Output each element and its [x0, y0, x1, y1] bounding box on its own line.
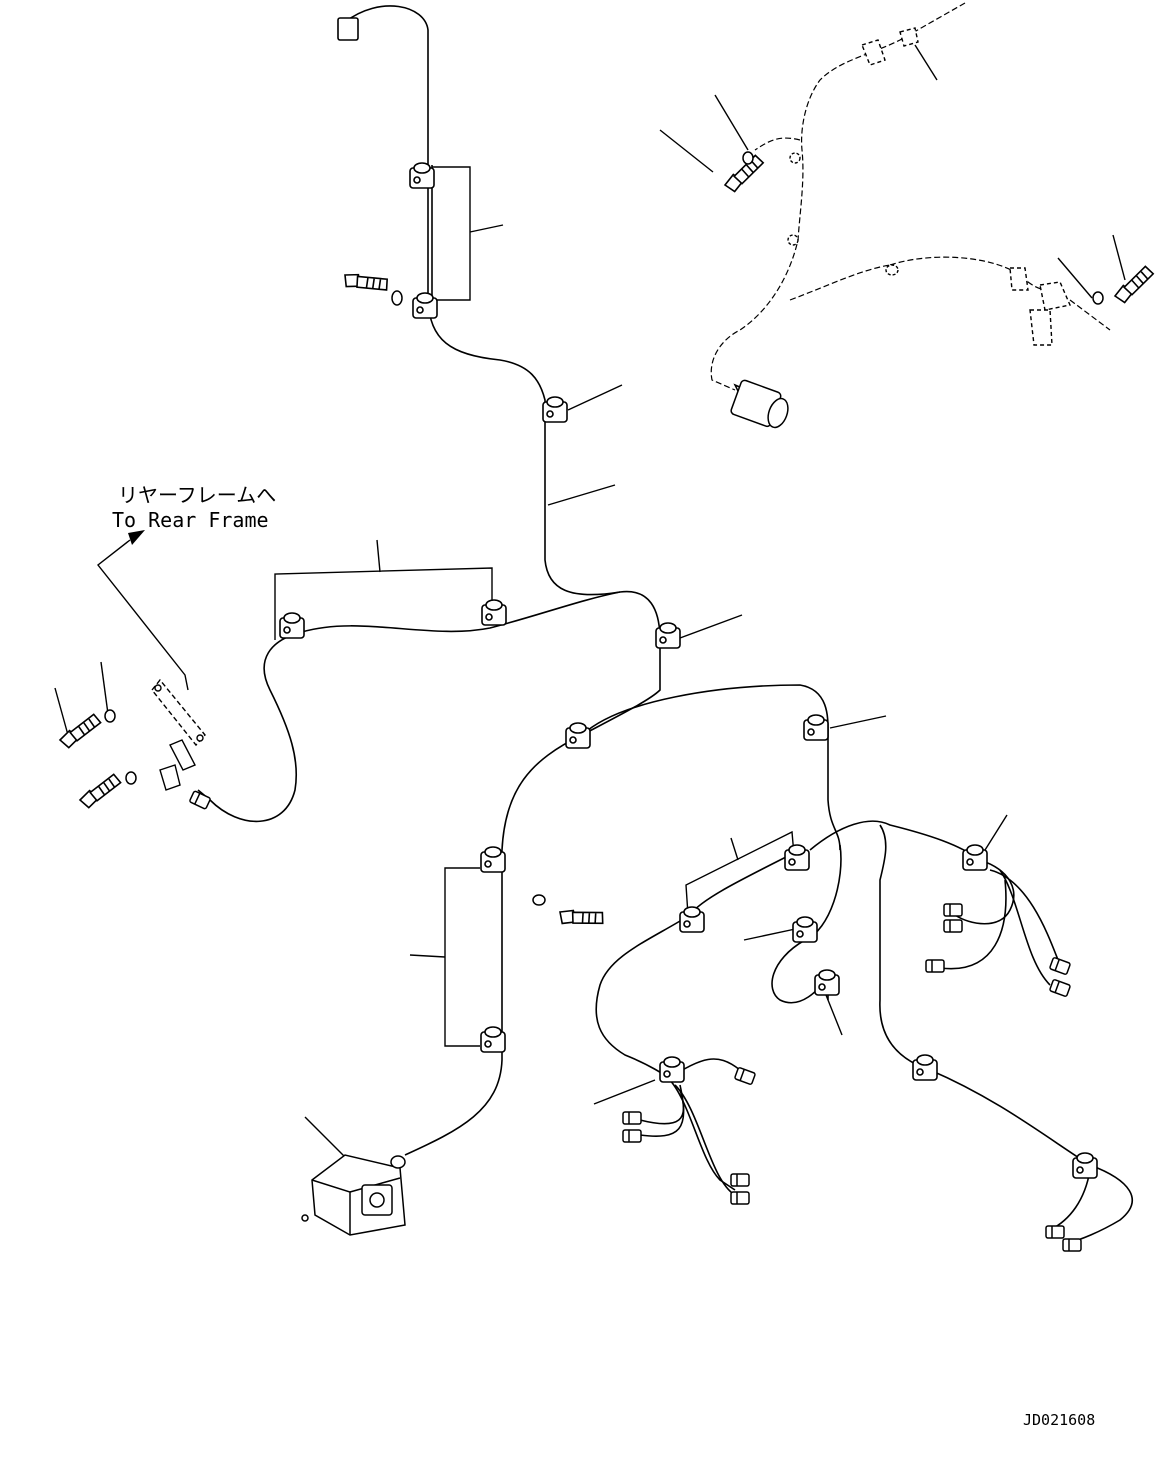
annotation-english: To Rear Frame [112, 508, 269, 532]
fasteners [54, 151, 1160, 938]
clip [814, 969, 840, 996]
clip [409, 162, 435, 189]
connector [925, 959, 945, 973]
washer [742, 151, 754, 165]
washer [104, 709, 116, 723]
connector [188, 790, 212, 810]
clip [792, 916, 818, 943]
connector [1048, 978, 1072, 998]
connector [943, 919, 963, 933]
mounting-brackets [151, 27, 1071, 791]
leader-lines [54, 44, 1126, 1161]
clip [655, 622, 681, 649]
clip [784, 844, 810, 871]
connector [622, 1111, 642, 1125]
control-unit-box [301, 1154, 406, 1236]
washer [1092, 291, 1104, 305]
bolt [339, 261, 392, 304]
connector [1045, 1225, 1065, 1239]
connector [1048, 956, 1072, 976]
clip [480, 846, 506, 873]
connector [730, 1191, 750, 1205]
sensor-cylinder [730, 379, 789, 429]
clip [565, 722, 591, 749]
connector [733, 1066, 757, 1086]
clip [679, 906, 705, 933]
drawing-code: JD021608 [1023, 1411, 1095, 1429]
to-rear-frame-arrow-icon [128, 530, 145, 545]
clip [481, 599, 507, 626]
clip [279, 612, 305, 639]
wire-harness-lines [197, 2, 1133, 1244]
clip [803, 714, 829, 741]
bolt [1108, 263, 1160, 306]
clip [912, 1054, 938, 1081]
clip [962, 844, 988, 871]
clip [480, 1026, 506, 1053]
clip [542, 396, 568, 423]
washer [391, 290, 403, 306]
connector [622, 1129, 642, 1143]
clip [1072, 1152, 1098, 1179]
annotation-japanese: リヤーフレームへ [118, 483, 276, 507]
clip [659, 1056, 685, 1083]
harness-clips [279, 162, 1098, 1179]
top-connector [337, 17, 359, 41]
harness-connectors [188, 17, 1082, 1252]
connector [943, 903, 963, 917]
clip [412, 292, 438, 319]
connector [1062, 1238, 1082, 1252]
bolt [74, 772, 126, 811]
washer [532, 894, 546, 906]
washer [125, 771, 137, 785]
bolt [555, 898, 607, 938]
connector [730, 1173, 750, 1187]
